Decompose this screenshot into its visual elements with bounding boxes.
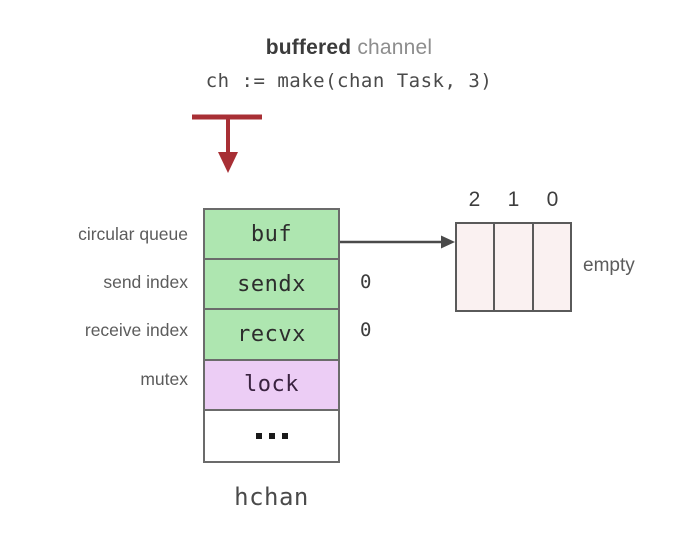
connector-arrowhead: [441, 235, 455, 249]
hchan-row-recvx: recvx: [205, 310, 338, 361]
field-label-circular-queue: circular queue: [78, 224, 188, 244]
red-arrow-svg: [192, 114, 262, 173]
buffer-index-0: 0: [546, 188, 559, 211]
value-recvx: 0: [360, 319, 372, 341]
field-label-mutex: mutex: [140, 369, 188, 389]
make-call-pointer-arrow: [186, 108, 276, 183]
buffer-slot-1: [495, 224, 534, 310]
title-rest: channel: [351, 36, 433, 59]
buffer-slot-0: [533, 224, 570, 310]
hchan-row-lock: lock: [205, 360, 338, 411]
page-title: buffered channel: [0, 36, 698, 60]
arrow-head: [218, 152, 238, 173]
buffer-array: [455, 222, 572, 312]
code-snippet: ch := make(chan Task, 3): [205, 70, 493, 92]
buffer-state-label: empty: [583, 255, 635, 276]
connector-arrow-svg: [340, 235, 455, 249]
buffer-index-1: 1: [507, 188, 520, 211]
hchan-struct-box: buf sendx recvx lock: [203, 208, 340, 463]
hchan-caption: hchan: [234, 483, 309, 511]
field-label-send-index: send index: [103, 272, 188, 292]
field-label-receive-index: receive index: [84, 320, 188, 340]
hchan-row-buf: buf: [205, 210, 338, 261]
buf-to-buffer-arrow: [340, 222, 460, 267]
title-emphasis: buffered: [265, 36, 352, 59]
hchan-row-more: [205, 410, 338, 461]
buffer-index-2: 2: [468, 188, 481, 211]
value-sendx: 0: [360, 271, 372, 293]
hchan-row-sendx: sendx: [205, 260, 338, 311]
ellipsis-icon: [255, 432, 288, 439]
buffer-slot-2: [457, 224, 496, 310]
